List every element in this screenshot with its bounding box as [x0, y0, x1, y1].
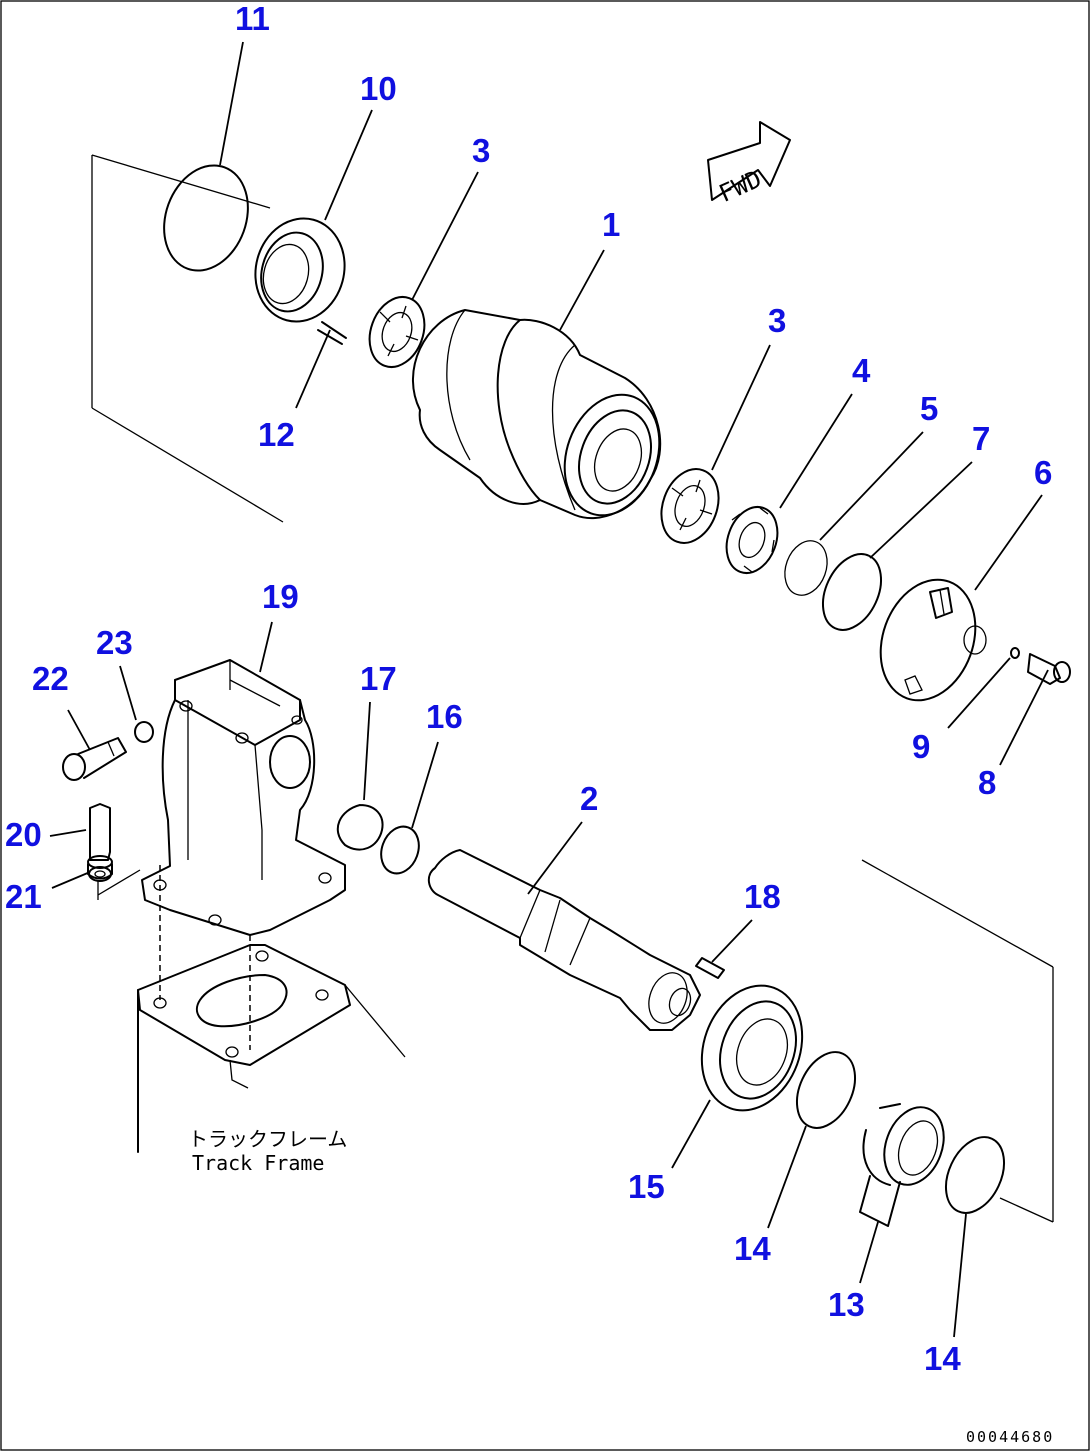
bolt-22 — [62, 737, 127, 781]
o-ring-7 — [821, 553, 883, 631]
pin-18 — [695, 957, 725, 979]
washer-21 — [88, 866, 141, 900]
snap-ring-17 — [336, 804, 384, 851]
pin-12 — [317, 321, 347, 345]
fwd-arrow: FWD — [707, 121, 791, 208]
callout-2: 2 — [580, 780, 598, 817]
callout-21: 21 — [5, 878, 42, 915]
callout-3-right: 3 — [768, 302, 786, 339]
leader-lines — [49, 41, 1049, 1338]
bearing-3-right — [660, 468, 720, 544]
callout-16: 16 — [426, 698, 463, 735]
track-frame-label-jp: トラックフレーム — [188, 1127, 347, 1151]
washer-9 — [1010, 647, 1020, 659]
floating-seal-13 — [859, 1103, 945, 1227]
shaft-2 — [427, 849, 701, 1031]
nut-4 — [725, 506, 779, 574]
callout-3-left: 3 — [472, 132, 490, 169]
callout-14-lower: 14 — [924, 1340, 961, 1377]
callout-19: 19 — [262, 578, 299, 615]
washer-5 — [784, 540, 828, 596]
callout-5: 5 — [920, 390, 938, 427]
callout-6: 6 — [1034, 454, 1052, 491]
callout-1: 1 — [602, 206, 620, 243]
bolt-8 — [1027, 653, 1071, 685]
lower-right-plane — [861, 859, 1054, 1223]
o-ring-16 — [380, 825, 420, 875]
callout-10: 10 — [360, 70, 397, 107]
o-ring-14-upper — [795, 1051, 857, 1129]
roller-1 — [411, 309, 662, 520]
o-ring-11 — [163, 164, 249, 272]
o-ring-14-lower — [944, 1136, 1006, 1214]
callout-11: 11 — [235, 0, 270, 37]
bracket-19 — [141, 659, 346, 936]
callout-7: 7 — [972, 420, 990, 457]
track-frame — [137, 944, 406, 1153]
callout-18: 18 — [744, 878, 781, 915]
callout-8: 8 — [978, 764, 996, 801]
callout-13: 13 — [828, 1286, 865, 1323]
washer-23 — [134, 721, 154, 743]
callout-15: 15 — [628, 1168, 665, 1205]
seal-housing-15 — [700, 984, 804, 1112]
bearing-3-left — [368, 296, 426, 368]
callout-23: 23 — [96, 624, 133, 661]
callout-17: 17 — [360, 660, 397, 697]
callout-4: 4 — [852, 352, 871, 389]
seal-housing-10 — [254, 217, 346, 323]
track-frame-label-en: Track Frame — [192, 1151, 324, 1175]
callout-12: 12 — [258, 416, 295, 453]
callout-20: 20 — [5, 816, 42, 853]
callout-9: 9 — [912, 728, 930, 765]
cover-6 — [879, 578, 987, 702]
drawing-id: 00044680 — [966, 1428, 1054, 1446]
upper-left-plane — [91, 154, 284, 523]
callout-22: 22 — [32, 660, 69, 697]
callout-14-upper: 14 — [734, 1230, 771, 1267]
callout-numbers: 11 10 3 1 12 3 4 5 7 6 9 8 19 23 22 17 1… — [5, 0, 1052, 1377]
